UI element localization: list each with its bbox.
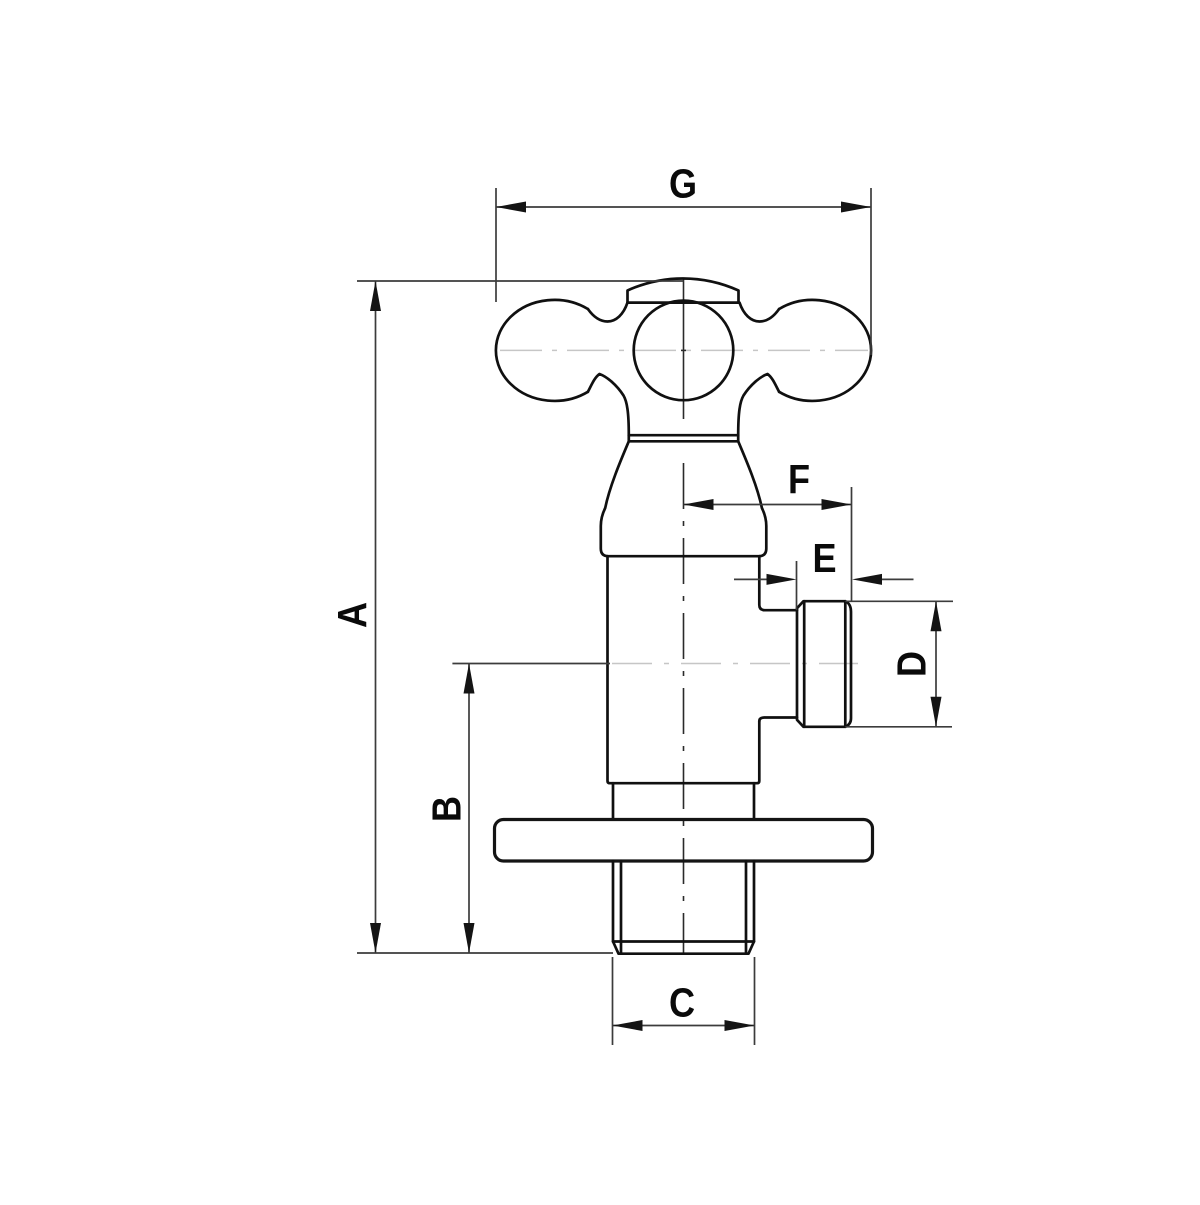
svg-text:G: G — [669, 161, 697, 207]
svg-text:A: A — [330, 602, 376, 628]
svg-text:D: D — [889, 651, 935, 677]
svg-text:C: C — [669, 980, 695, 1026]
svg-text:B: B — [424, 796, 470, 822]
svg-text:F: F — [788, 457, 810, 503]
svg-text:E: E — [812, 536, 836, 582]
